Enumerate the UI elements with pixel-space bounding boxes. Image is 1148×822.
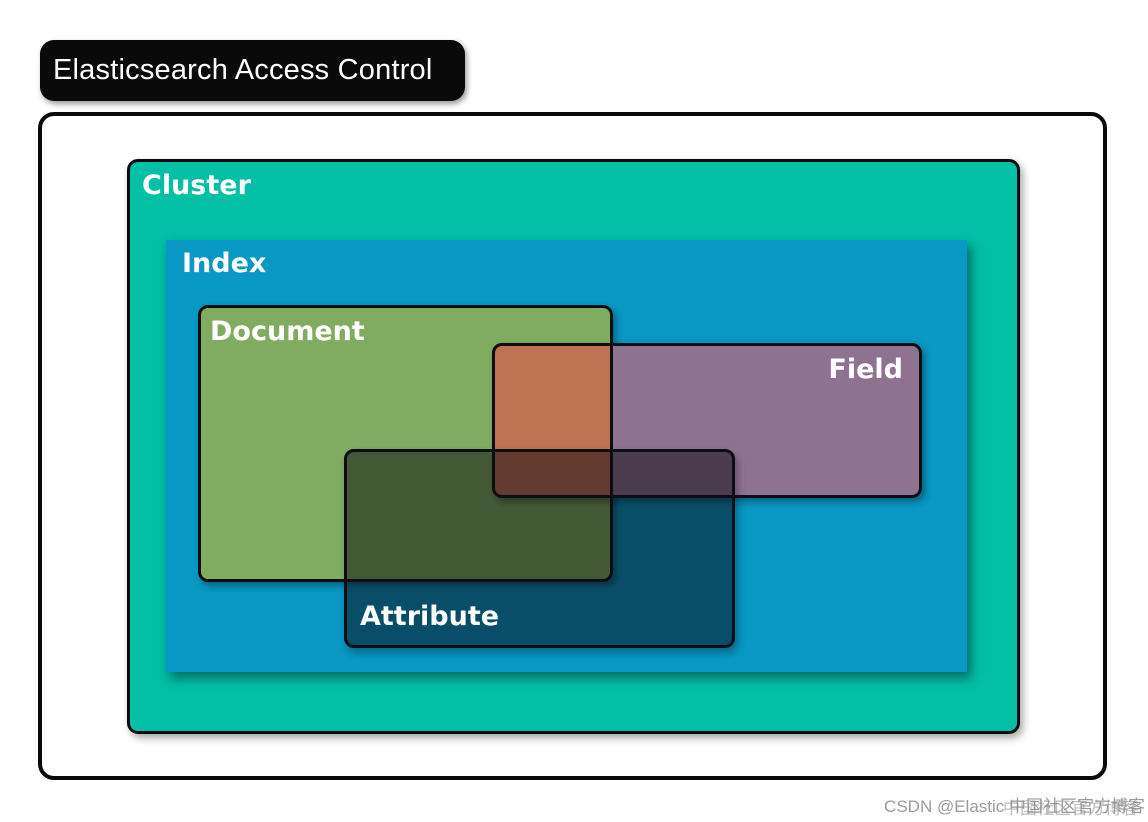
diagram-title: Elasticsearch Access Control [53, 54, 433, 86]
diagram-title-box: Elasticsearch Access Control [40, 40, 465, 101]
cluster-label: Cluster [142, 170, 251, 201]
field-box-border [492, 343, 922, 498]
field-label: Field [828, 354, 903, 385]
attribute-label: Attribute [360, 601, 500, 632]
attribute-box [344, 449, 735, 648]
watermark-text: CSDN @Elastic 中国社区官方博客 [884, 797, 1145, 816]
document-label: Document [210, 316, 365, 347]
attribute-box-border [344, 449, 735, 648]
watermark-ghost-text: 中国社区官方博客 [1003, 799, 1139, 818]
document-box-border [198, 305, 613, 582]
index-label: Index [182, 248, 267, 279]
watermark: CSDN @Elastic 中国社区官方博客 中国社区官方博客 [884, 792, 1145, 818]
